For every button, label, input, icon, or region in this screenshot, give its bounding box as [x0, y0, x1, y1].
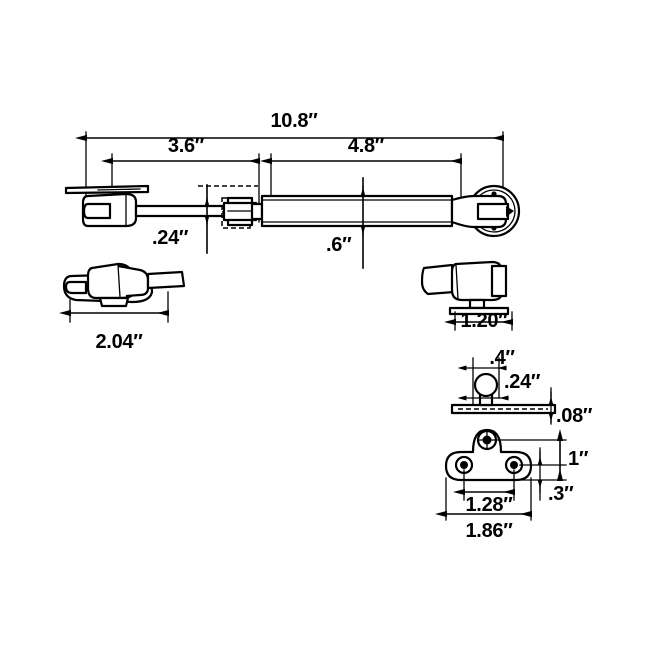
stud-plate	[450, 403, 557, 415]
dimension-overall-length: 10.8″	[75, 110, 504, 142]
dimension-label-overall-length: 10.8″	[270, 110, 318, 132]
dimension-label-plate-thickness: .08″	[556, 405, 593, 427]
dimension-label-cylinder-length: 4.8″	[348, 135, 385, 157]
dimension-label-bracket-height: 1″	[568, 448, 589, 470]
dimension-label-hole-spacing: 1.28″	[465, 494, 513, 516]
rod-guide-collar	[222, 196, 264, 227]
dimension-label-cylinder-diameter: .6″	[326, 234, 352, 256]
right-end-fitting	[450, 194, 514, 229]
bracket-hole-top	[476, 429, 498, 451]
dimension-bracket-height: 1″	[556, 429, 589, 481]
dimension-rod-diameter: .24″	[152, 184, 210, 254]
right-detail-socket-body	[450, 260, 508, 302]
dimension-bracket-width-left: 2.04″	[59, 291, 169, 353]
left-mount-plate	[64, 184, 150, 195]
dimension-ball-diameter: .24″	[457, 371, 541, 401]
right-detail-stud-plate	[448, 298, 510, 316]
left-detail-bottom-tab	[98, 296, 130, 308]
cylinder-barrel	[260, 194, 454, 228]
dimension-plate-thickness: .08″	[548, 387, 593, 427]
main-elevation-view: 10.8″ 3.6″ 4.8″	[64, 110, 521, 269]
dimension-label-bracket-width-left: 2.04″	[95, 331, 143, 353]
ball-stud	[473, 372, 499, 407]
piston-rod	[134, 204, 234, 218]
dimension-label-stud-height: .4″	[489, 347, 515, 369]
dimension-bracket-width: 1.86″	[435, 510, 532, 542]
dimension-label-socket-height: 1.20″	[460, 310, 508, 332]
dimension-hole-spacing: 1.28″	[453, 488, 515, 516]
dimension-cylinder-length: 4.8″	[260, 135, 462, 165]
left-detail-fitting-body	[86, 262, 150, 300]
dimension-label-ball-diameter: .24″	[504, 371, 541, 393]
left-fitting-detail-view: 2.04″	[59, 262, 186, 353]
ball-stud-side-view: .4″ .24″ .08″	[450, 347, 593, 427]
dimension-label-rod-extension: 3.6″	[168, 135, 205, 157]
right-fitting-detail-view: 1.20″	[420, 260, 513, 332]
bracket-hole-left	[454, 455, 474, 475]
dimension-label-hole-offset: .3″	[548, 483, 574, 505]
dimension-socket-height: 1.20″	[444, 310, 513, 332]
dimension-label-rod-diameter: .24″	[152, 227, 189, 249]
dimension-hole-offset: .3″	[537, 447, 574, 505]
right-detail-rod-stub	[420, 263, 456, 296]
dimension-cylinder-diameter: .6″	[326, 177, 366, 269]
bracket-plan-view: 1.28″ 1.86″ 1″ .3″	[435, 428, 589, 542]
dimension-label-bracket-width: 1.86″	[465, 520, 513, 542]
dimension-rod-extension: 3.6″	[101, 135, 260, 165]
dimension-stud-height: .4″	[457, 347, 516, 405]
left-end-fitting	[81, 192, 138, 228]
left-detail-rod-stub	[146, 270, 186, 290]
